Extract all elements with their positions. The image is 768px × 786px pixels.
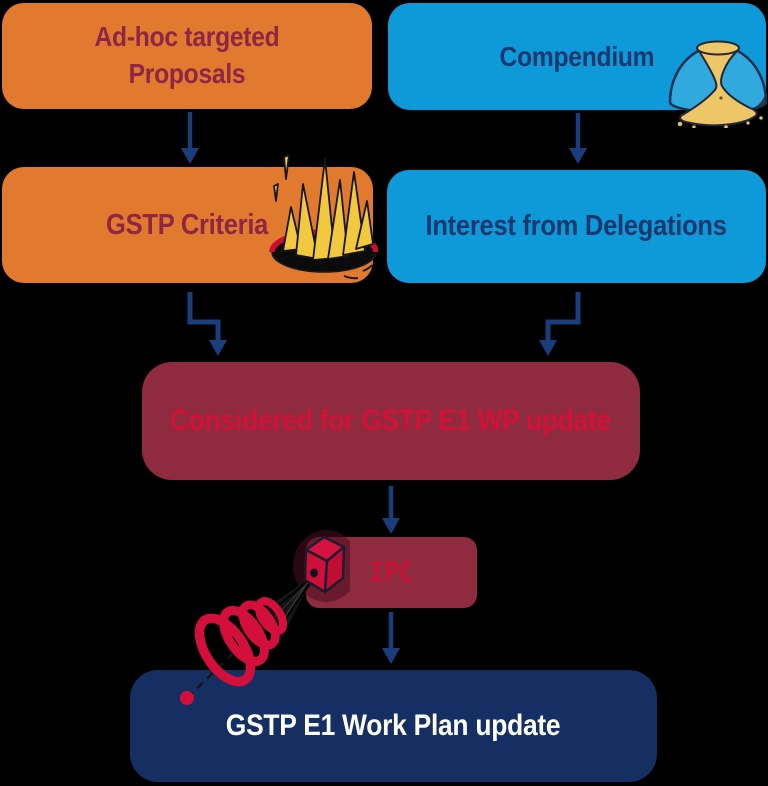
node-criteria-label: GSTP Criteria — [106, 208, 269, 241]
node-gstp-e1-work-plan-update: GSTP E1 Work Plan update — [130, 670, 657, 782]
arrow-compendium-to-interest — [569, 113, 587, 164]
arrow-ipc-to-workplan — [382, 612, 400, 664]
node-considered-for-wp-update: Considered for GSTP E1 WP update — [142, 362, 640, 480]
node-interest-label: Interest from Delegations — [425, 210, 728, 242]
node-ipc-label: IPC — [369, 557, 414, 588]
arrow-considered-to-ipc — [382, 486, 400, 534]
arrow-adhoc-to-criteria — [181, 112, 199, 164]
node-adhoc-targeted-proposals: Ad-hoc targeted Proposals — [2, 3, 372, 109]
node-considered-label: Considered for GSTP E1 WP update — [170, 404, 612, 437]
node-compendium: Compendium — [388, 3, 766, 110]
sand-crumbs — [677, 115, 764, 128]
node-compendium-label: Compendium — [499, 40, 655, 72]
arrow-criteria-to-considered — [187, 292, 227, 356]
arrow-interest-to-considered — [539, 292, 581, 356]
node-gstp-criteria: GSTP Criteria — [2, 167, 373, 283]
node-ipc: IPC — [306, 537, 477, 608]
node-interest-from-delegations: Interest from Delegations — [387, 170, 766, 283]
node-adhoc-label: Ad-hoc targeted Proposals — [94, 21, 280, 89]
node-workplan-label: GSTP E1 Work Plan update — [226, 709, 561, 742]
